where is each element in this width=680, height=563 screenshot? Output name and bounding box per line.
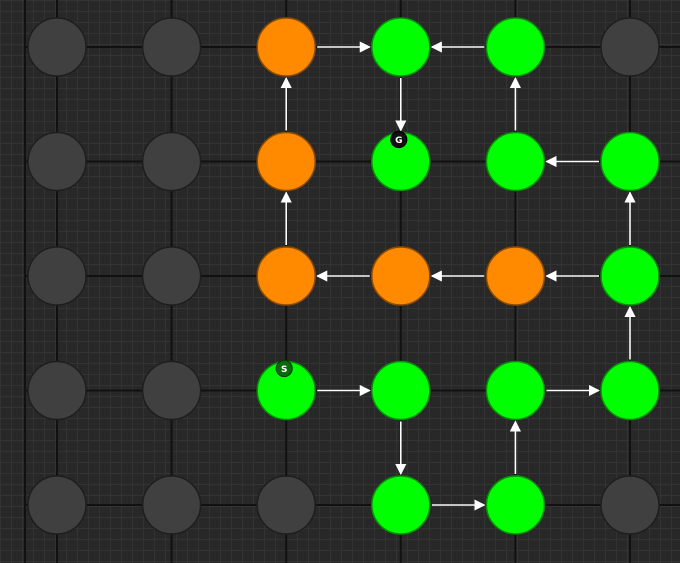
start-marker-badge xyxy=(275,359,293,378)
grid-node-explored[interactable] xyxy=(256,17,316,77)
grid-node-explored[interactable] xyxy=(256,246,316,306)
goal-marker: G xyxy=(390,130,408,149)
grid-node-explored[interactable] xyxy=(371,246,431,306)
start-marker: S xyxy=(275,359,293,378)
grid-node-inactive[interactable] xyxy=(27,360,87,421)
grid-edges xyxy=(24,0,680,563)
grid-node-path[interactable] xyxy=(371,360,431,421)
grid-node-explored[interactable] xyxy=(256,131,316,192)
grid-node-path[interactable] xyxy=(485,360,546,421)
start-marker-label: S xyxy=(281,365,287,375)
grid-node-explored[interactable] xyxy=(485,246,546,306)
goal-marker-label: G xyxy=(395,136,402,146)
grid-node-inactive[interactable] xyxy=(141,360,202,421)
grid-node-inactive[interactable] xyxy=(141,131,202,192)
endpoint-markers: SG xyxy=(275,130,408,378)
grid-node-inactive[interactable] xyxy=(141,246,202,306)
grid-node-inactive[interactable] xyxy=(141,475,202,535)
grid-node-path[interactable] xyxy=(485,475,546,535)
grid-node-path[interactable] xyxy=(371,475,431,535)
grid-node-inactive[interactable] xyxy=(256,475,316,535)
path-arrows xyxy=(280,41,636,511)
grid-node-inactive[interactable] xyxy=(27,475,87,535)
grid-node-path[interactable] xyxy=(371,17,431,77)
goal-marker-badge xyxy=(390,130,408,149)
grid-node-inactive[interactable] xyxy=(600,475,660,535)
grid-node-path[interactable] xyxy=(600,131,660,192)
grid-node-inactive[interactable] xyxy=(27,17,87,77)
grid-node-path[interactable] xyxy=(485,17,546,77)
grid-nodes xyxy=(27,17,660,535)
grid-node-path[interactable] xyxy=(600,246,660,306)
grid-node-inactive[interactable] xyxy=(27,246,87,306)
grid-node-inactive[interactable] xyxy=(141,17,202,77)
grid-node-path[interactable] xyxy=(485,131,546,192)
grid-node-inactive[interactable] xyxy=(27,131,87,192)
grid-node-path[interactable] xyxy=(600,360,660,421)
grid-node-inactive[interactable] xyxy=(600,17,660,77)
